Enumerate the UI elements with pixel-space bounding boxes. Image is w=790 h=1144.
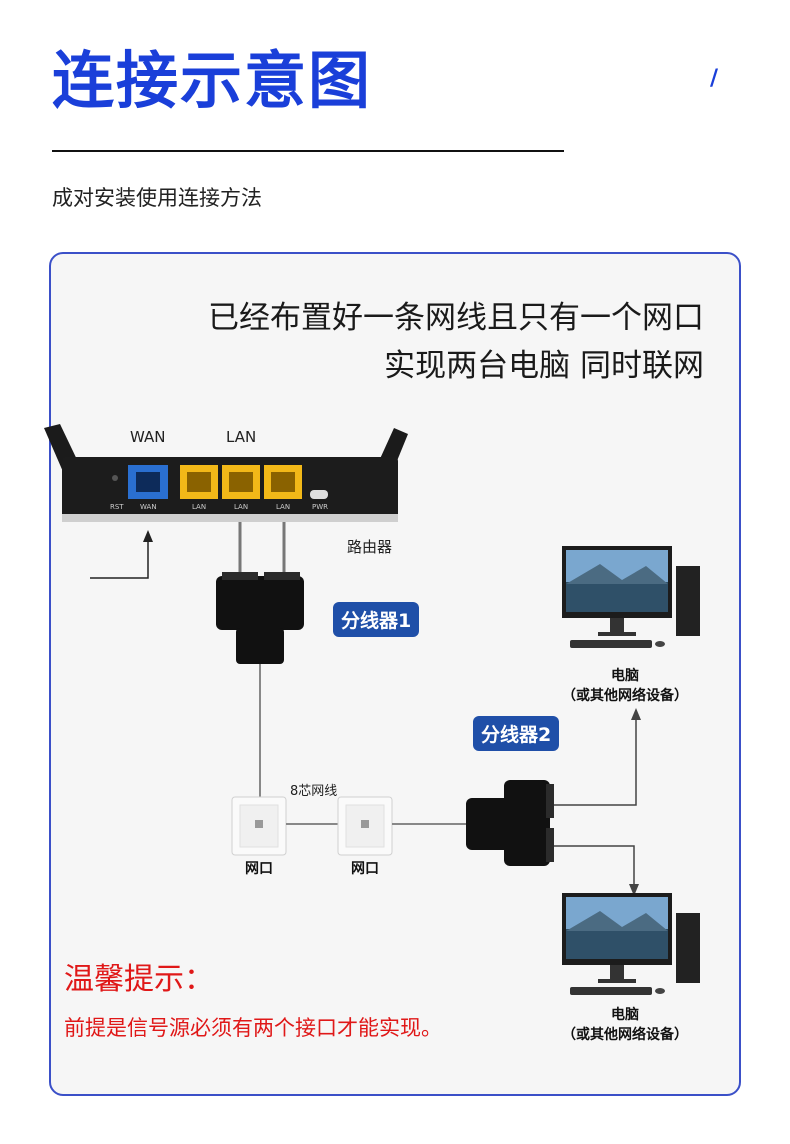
port-label-rst: RST — [110, 503, 124, 511]
tip-text: 前提是信号源必须有两个接口才能实现。 — [64, 1016, 442, 1040]
router-power-port — [310, 490, 328, 499]
router-wan-port — [128, 465, 168, 499]
router-lan-port-1 — [180, 465, 218, 499]
input-arrow — [90, 530, 153, 579]
computer-2-note: （或其他网络设备） — [562, 1027, 688, 1043]
arrow-to-computer-1 — [554, 708, 641, 806]
headline-line-1: 已经布置好一条网线且只有一个网口 — [208, 300, 704, 336]
headline-line-2: 实现两台电脑 同时联网 — [384, 348, 704, 384]
router-lan-port-3 — [264, 465, 302, 499]
computer-2 — [562, 893, 700, 995]
page-title: 连接示意图 — [52, 44, 373, 117]
computer-2-name: 电脑 — [611, 1007, 639, 1023]
splitter-2-badge: 分线器2 — [473, 716, 560, 751]
wan-label: WAN — [130, 428, 166, 446]
port-label-lan-1: LAN — [192, 503, 207, 511]
port-label-pwr: PWR — [312, 503, 329, 511]
cable-label: 8芯网线 — [290, 784, 338, 799]
wall-port-1 — [231, 796, 287, 856]
router-name: 路由器 — [347, 538, 393, 556]
decorative-slash: / — [710, 66, 719, 91]
router — [62, 457, 398, 522]
port-label-lan-3: LAN — [276, 503, 291, 511]
title-divider — [52, 150, 564, 152]
splitter-1 — [216, 572, 304, 664]
wall-port-2-label: 网口 — [351, 861, 379, 877]
computer-1-note: （或其他网络设备） — [562, 688, 688, 704]
arrow-to-computer-2 — [554, 845, 639, 896]
port-label-lan-2: LAN — [234, 503, 249, 511]
port-label-wan: WAN — [140, 503, 157, 511]
lan-label: LAN — [226, 428, 257, 446]
wall-port-2 — [337, 796, 393, 856]
page-subtitle: 成对安装使用连接方法 — [52, 186, 262, 210]
computer-1 — [562, 546, 700, 648]
splitter-1-badge: 分线器1 — [333, 602, 420, 637]
router-to-splitter-cables — [238, 522, 286, 580]
wall-port-1-label: 网口 — [245, 861, 273, 877]
router-lan-port-2 — [222, 465, 260, 499]
splitter-2 — [466, 780, 554, 866]
computer-1-name: 电脑 — [611, 668, 639, 684]
tip-title: 温馨提示： — [64, 962, 214, 997]
